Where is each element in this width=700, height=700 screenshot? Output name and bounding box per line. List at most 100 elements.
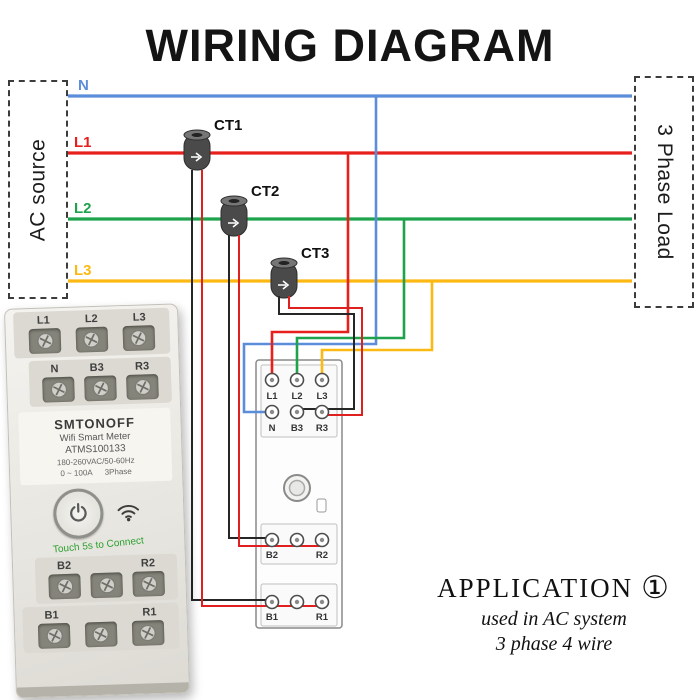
wifi-icon [117,504,140,522]
device-top-terminal-row1: L1 L2 L3 [13,307,171,359]
terminal-label-r3: R3 [316,423,328,434]
ct3-lead-r3 [288,296,363,416]
screw-icon [92,626,110,643]
application-title-text: APPLICATION [437,572,634,603]
screw-icon [50,381,67,398]
ct2-label: CT2 [251,183,279,200]
screw-icon [140,575,157,593]
terminal-label-r1: R1 [316,612,329,623]
meter-terminals-row4 [264,594,330,610]
device-terminal-label: N [50,363,59,376]
device-spec-row: 0 ~ 100A 3Phase [22,466,170,480]
screw-icon [139,624,157,642]
meter-indicator-window [316,498,327,513]
wire-label-l1: L1 [74,134,92,151]
screw-icon [98,576,115,594]
device-button-row [11,485,184,540]
power-button [52,487,105,540]
wire-label-l3: L3 [74,262,92,279]
power-icon [70,502,87,522]
device-terminal-label: R1 [142,606,157,619]
device-bottom-terminal-row2: B1 R1 [22,602,180,654]
three-phase-load-box: 3 Phase Load [634,76,694,308]
application-number-icon: ① [641,570,671,606]
tap-wire-n [242,96,378,414]
screw-icon [46,627,63,645]
device-screw-row [23,619,180,649]
screw-icon [83,331,101,348]
terminal-screw [84,375,117,402]
meter-terminals-row3 [264,532,330,548]
device-spec-phase: 3Phase [104,466,132,477]
ac-source-label: AC source [26,138,50,241]
ct2-transformer [220,195,248,237]
ct3-label: CT3 [301,245,329,262]
terminal-screw [38,622,71,649]
ct1-label: CT1 [214,117,242,134]
ct3-transformer [270,257,298,299]
device-terminal-label: B1 [44,609,59,622]
ct1-transformer [183,129,211,171]
screw-icon [134,378,151,396]
device-terminal-label: L3 [132,311,146,324]
tap-wire-l1 [270,153,350,380]
device-faceplate: SMTONOFF Wifi Smart Meter ATMS100133 180… [18,407,173,486]
tap-wire-l3 [320,281,434,380]
terminal-screw [48,573,82,600]
device-screw-row [14,325,171,355]
ct2-lead-b2 [228,235,272,539]
screw-icon [36,332,54,350]
application-line2: 3 phase 4 wire [495,633,613,655]
three-phase-load-label: 3 Phase Load [653,124,677,260]
device-bottom-terminal-row1: B2 R2 [34,553,179,604]
current-arrow-icon [278,280,290,290]
screw-icon [130,329,147,347]
current-arrow-icon [228,218,240,228]
tap-wire-l2 [295,219,406,380]
terminal-screw [90,572,124,599]
wire-label-l2: L2 [74,200,92,217]
terminal-label-b1: B1 [266,612,279,623]
device-screw-row [29,374,172,403]
device-terminal-label: B2 [56,559,72,573]
device-terminal-label: L1 [36,314,50,327]
wire-label-n: N [78,77,89,94]
device-top-terminal-row2: N B3 R3 [28,356,172,408]
ct3-lead-b3 [278,296,355,410]
terminal-label-n: N [269,423,276,434]
device-terminal-label: B3 [89,361,104,375]
terminal-screw [75,326,109,353]
meter-button-inner [288,479,306,497]
screw-icon [56,578,73,595]
device-terminal-label: R2 [140,557,156,570]
terminal-screw [132,570,166,597]
terminal-label-b2: B2 [266,550,278,561]
terminal-screw [131,619,165,646]
application-note: APPLICATION ① used in AC system 3 phase … [418,570,690,656]
terminal-screw [84,621,118,648]
ct1-lead-r1 [201,170,322,607]
meter-terminals-row2 [264,404,330,420]
terminal-label-r2: R2 [316,550,328,561]
terminal-screw [122,325,155,352]
terminal-label-l3: L3 [316,391,327,402]
device-terminal-label: R3 [134,360,150,373]
current-arrow-icon [191,152,203,162]
application-line1: used in AC system [481,608,627,630]
device-spec-current: 0 ~ 100A [60,468,93,479]
device-terminal-label: L2 [84,312,98,326]
terminal-label-b3: B3 [291,423,303,434]
terminal-screw [126,374,159,401]
terminal-screw [28,328,62,355]
smart-meter-photo: L1 L2 L3 N B3 R3 SMTONOFF [3,303,191,699]
terminal-label-l2: L2 [291,391,302,402]
terminal-label-l1: L1 [266,391,278,402]
ac-source-box: AC source [8,80,68,299]
ct1-lead-b1 [191,170,272,601]
page-title: WIRING DIAGRAM [145,20,555,71]
terminal-screw [42,376,75,403]
meter-terminals-row1 [264,372,330,388]
screw-icon [92,380,109,397]
